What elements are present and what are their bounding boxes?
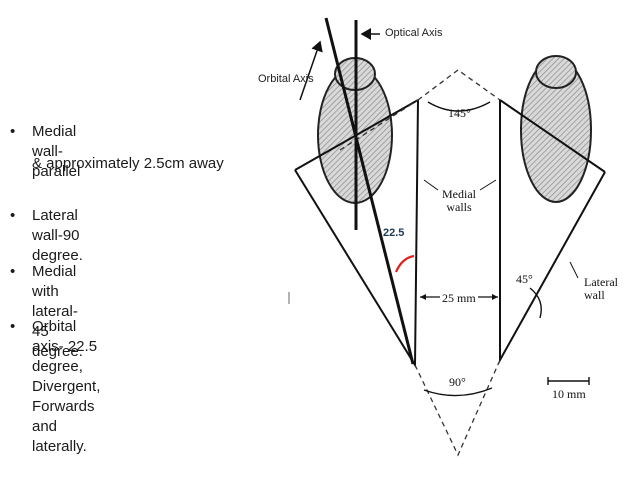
bullet-dot: • <box>10 263 16 280</box>
angle-arc-orbital <box>394 254 415 273</box>
lateral-wall-label: Lateral wall <box>584 275 618 302</box>
angle-arc-45 <box>529 287 542 319</box>
medial-label-leader <box>423 179 439 191</box>
angle-45-label: 45° <box>516 272 533 286</box>
bullet-dot: • <box>10 207 16 224</box>
distance-label: 25 mm <box>442 291 476 305</box>
bullet-dot: • <box>10 123 16 140</box>
distance-measure <box>420 294 498 300</box>
bullet-text: Medial with lateral- 45 degree. <box>32 263 83 360</box>
right-orbit-walls <box>499 100 606 364</box>
angle-90-label: 90° <box>449 375 466 389</box>
bullet-text: Medial wall- parallel <box>32 123 81 180</box>
bullet-dot: • <box>10 318 16 335</box>
scale-label: 10 mm <box>552 387 586 401</box>
scale-bar <box>547 377 590 385</box>
orbital-angle-label: 22.5 <box>383 227 405 239</box>
orbital-axis-label: Orbital Axis <box>258 73 314 85</box>
right-orbit-rim <box>499 99 606 173</box>
orbital-axis-line <box>324 17 415 365</box>
optical-axis-label: Optical Axis <box>385 27 443 39</box>
bullet-medial-wall-sub: & approximately 2.5cm away <box>32 155 224 172</box>
angle-145-label: 145° <box>448 106 471 120</box>
right-eyeball <box>520 55 592 203</box>
orbital-axis-pointer <box>299 40 323 101</box>
medial-label-leader <box>479 179 497 191</box>
medial-walls-label: Medial walls <box>442 187 476 214</box>
angle-arc-145 <box>427 101 491 112</box>
lateral-label-leader <box>569 261 579 279</box>
angle-arc-90 <box>423 387 493 397</box>
bullet-text: Lateral wall-90 degree. <box>32 207 83 264</box>
dashed-bottom-extension <box>414 359 501 457</box>
dashed-top-extension <box>339 69 501 151</box>
bullet-text: Orbital axis- 22.5 degree, Divergent, Fo… <box>32 318 101 455</box>
